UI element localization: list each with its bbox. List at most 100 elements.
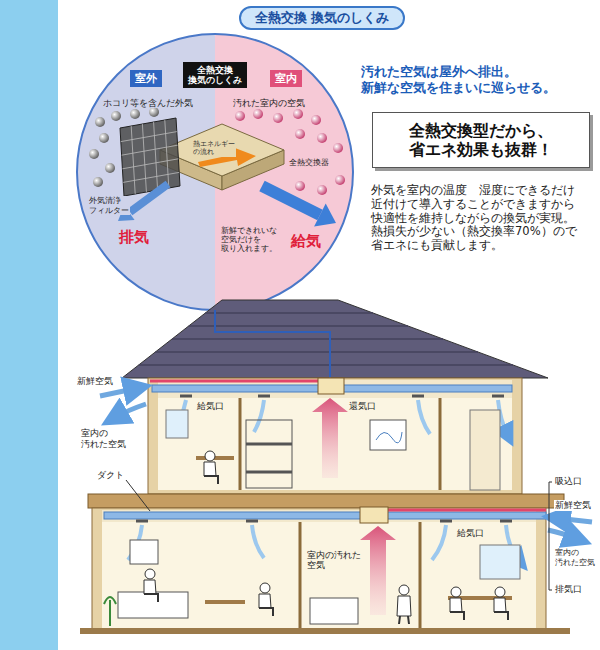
painting-detail	[376, 432, 402, 443]
detail-circle	[77, 34, 353, 310]
label-text: 熱エネルギー の流れ	[192, 140, 236, 157]
mechanism-tag: 全熱交換 換気のしくみ	[183, 62, 247, 88]
dust-particle	[111, 111, 121, 121]
sitting-person	[494, 587, 508, 620]
node-text: 室内	[275, 72, 297, 85]
fresh-air-in-arrow	[100, 388, 138, 396]
lower-interior	[102, 522, 536, 628]
indoor-tag: 室内	[270, 70, 302, 87]
partition-walls	[300, 522, 420, 628]
upper-floor	[148, 378, 522, 494]
fresh-air-duct	[388, 509, 546, 512]
upper-interior	[158, 398, 512, 490]
label-text: 汚れた空気は屋外へ排出。 新鮮な空気を住まいに巡らせる。	[360, 64, 557, 95]
lower-floor	[92, 507, 546, 630]
lower-duct	[104, 512, 546, 519]
sitting-person	[450, 587, 464, 620]
node-text: 全熱交換 換気のしくみ	[188, 65, 242, 85]
plant	[104, 597, 116, 626]
air-filter	[120, 118, 180, 196]
door	[470, 410, 500, 490]
supply-arrow-shaft	[262, 186, 320, 215]
label-text: 室内の 汚れた空気	[80, 428, 127, 450]
dirty-particle	[235, 111, 245, 121]
dust-particle	[149, 107, 159, 117]
low-table	[205, 600, 245, 604]
dust-particle	[99, 133, 109, 143]
duct-leader-line	[126, 480, 150, 511]
label-text: 全熱交換器	[288, 158, 330, 168]
lower-wall	[92, 508, 546, 630]
supply-arrow-head	[314, 203, 336, 226]
supply-diffusers	[180, 395, 504, 398]
exhaust-out-arrow	[548, 530, 578, 539]
ventilation-unit	[360, 507, 388, 523]
side-stripe	[0, 0, 58, 650]
label-text: 新鮮できれいな 空気だけを 取り入れます。	[220, 226, 278, 253]
label-text: 給気口	[456, 528, 485, 539]
highlight-box: 全熱交換型だから、 省エネ効果も抜群！	[372, 112, 590, 168]
bracket-line	[549, 482, 552, 590]
label-text: 新鮮空気	[554, 500, 592, 511]
bunk-bed	[246, 420, 292, 488]
dirty-particle	[293, 109, 303, 119]
label-text: 新鮮空気	[76, 376, 114, 387]
label-text: 吸込口	[554, 476, 583, 487]
filter-mesh	[121, 120, 179, 194]
supply-diffusers	[136, 520, 512, 523]
return-air-arrow	[360, 526, 396, 615]
dirty-particle	[273, 113, 283, 123]
window	[166, 410, 188, 438]
partition-walls	[240, 398, 440, 490]
exhaust-out-arrow	[114, 404, 146, 418]
painting	[370, 420, 406, 450]
flow-arrows	[118, 184, 336, 227]
label-text: 室内の汚れた 空気	[306, 550, 362, 570]
roof-shape	[122, 300, 548, 378]
label-text: 外気を室内の温度 湿度にできるだけ 近付けて導入することができますから 快適性を…	[370, 184, 578, 253]
dirty-particle	[333, 143, 343, 153]
upper-wall	[148, 378, 522, 494]
dust-particle	[130, 109, 140, 119]
detail-pointer-line	[215, 310, 330, 378]
sofa	[118, 592, 188, 618]
title-pill: 全熱交換 換気のしくみ	[239, 6, 406, 30]
kitchen-counter	[310, 598, 358, 624]
sitting-person	[204, 451, 218, 484]
filter-panel	[120, 118, 180, 196]
circle-halves	[70, 30, 360, 320]
return-air-arrow	[312, 398, 348, 478]
roof	[122, 300, 548, 378]
node-text: 室外	[135, 72, 157, 85]
dirty-particle	[253, 109, 263, 119]
dust-particle	[105, 163, 115, 173]
sitting-person	[144, 569, 158, 602]
window	[480, 545, 520, 579]
bunk-bed-decks	[246, 444, 292, 472]
dust-particle	[89, 149, 99, 159]
floor-slab	[88, 494, 564, 508]
dust-particle	[95, 117, 105, 127]
label-text: 給気口	[196, 401, 225, 412]
fresh-air-duct	[150, 380, 318, 383]
label-text: 還気口	[348, 401, 377, 412]
dirty-particle	[311, 115, 321, 125]
roof-tiles	[139, 313, 513, 365]
dirty-particle	[335, 175, 345, 185]
ground	[80, 628, 570, 634]
dirty-particle	[317, 133, 327, 143]
exhaust-arrow-shaft	[130, 184, 168, 212]
outdoor-tag: 室外	[130, 70, 162, 87]
ventilation-unit	[318, 378, 344, 394]
label-text: ホコリ等を含んだ外気	[102, 98, 194, 108]
painting	[130, 540, 158, 564]
dirty-particle	[317, 185, 327, 195]
outside-arrows	[100, 388, 592, 539]
dirty-particle	[295, 129, 305, 139]
sitting-person	[259, 583, 273, 616]
label-text: 外気清浄 フィルター	[88, 196, 130, 215]
label-text: 排気口	[554, 584, 583, 595]
label-text: 排気	[118, 228, 150, 246]
node-text: 全熱交換型だから、 省エネ効果も抜群！	[385, 121, 577, 159]
